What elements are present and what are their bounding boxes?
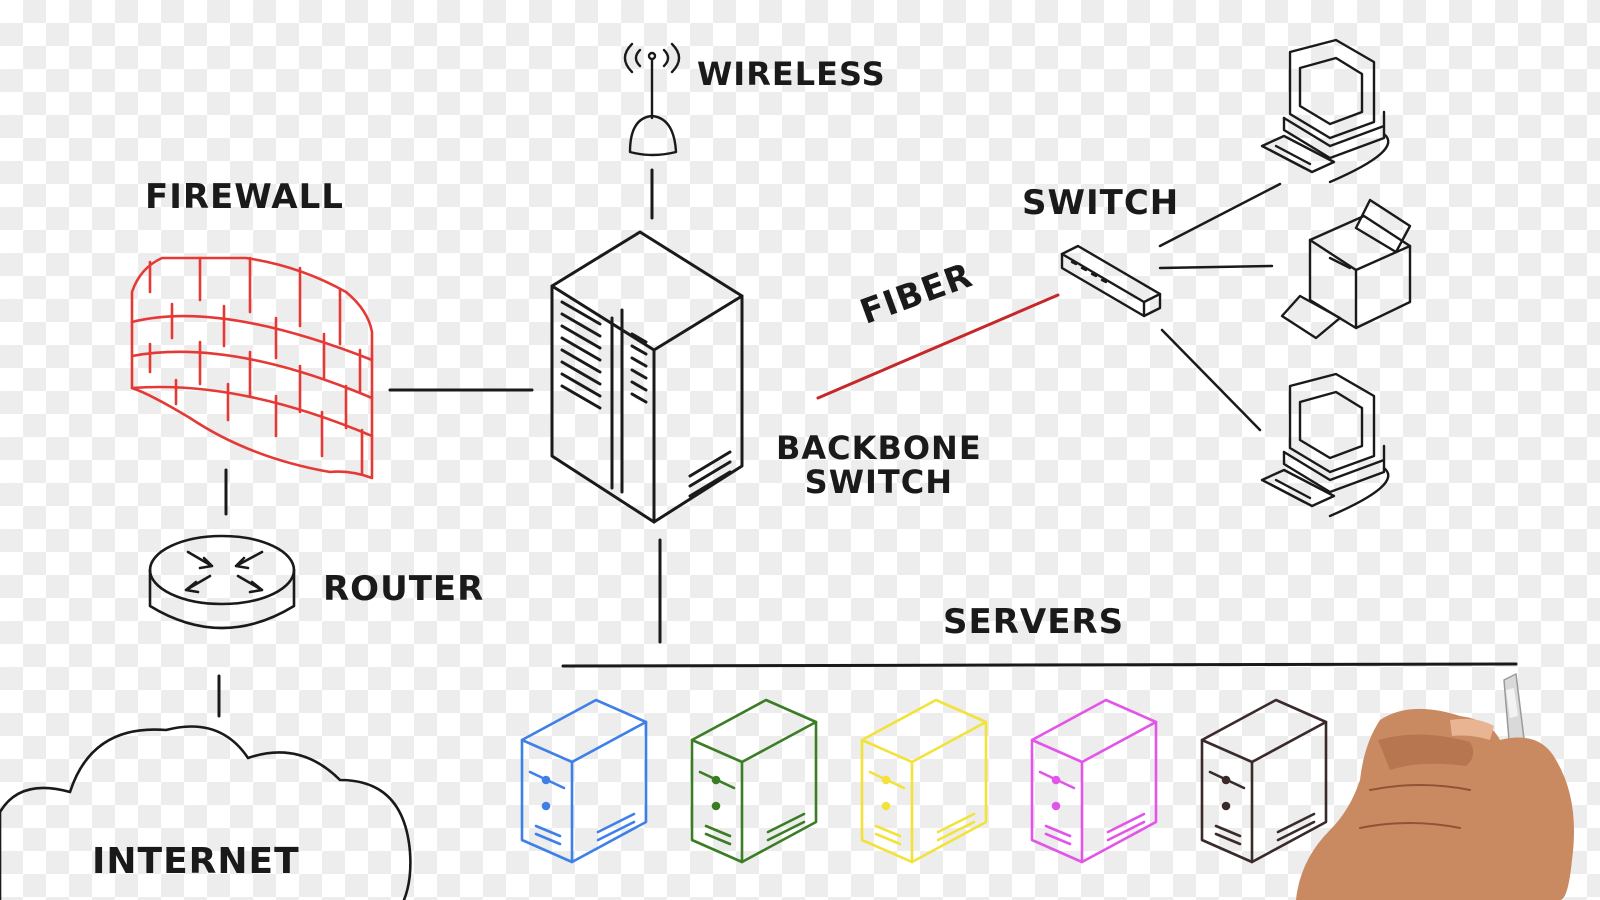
- servers-bus-line: [561, 662, 1518, 668]
- brick-wall-icon: [130, 256, 374, 480]
- internet-label: INTERNET: [92, 841, 300, 882]
- switch-to-printer-line: [1158, 264, 1274, 270]
- server-tower-icon: [520, 698, 648, 864]
- router-label: ROUTER: [323, 569, 485, 609]
- backbone-switch-icon: [550, 230, 744, 524]
- desktop-computer-icon-2: [1260, 372, 1390, 518]
- backbone-switch-label: BACKBONE SWITCH: [776, 429, 982, 501]
- fiber-link-line: [816, 293, 1060, 400]
- server-tower-icon: [1030, 698, 1158, 864]
- switch-label: SWITCH: [1022, 183, 1180, 223]
- server-tower-icon: [1200, 698, 1328, 864]
- servers-group: [520, 698, 1328, 864]
- wireless-antenna-icon: [623, 42, 681, 157]
- switch-to-computer-bottom-line: [1160, 328, 1262, 432]
- cloud-icon: [0, 725, 412, 900]
- server-tower-icon: [690, 698, 818, 864]
- connections: [217, 168, 1518, 718]
- router-icon: [148, 534, 296, 630]
- wireless-label: WIRELESS: [697, 55, 886, 93]
- hand-with-marker-icon: [1296, 673, 1574, 900]
- printer-icon: [1280, 198, 1412, 340]
- switch-to-computer-top-line: [1158, 182, 1282, 248]
- network-switch-icon: [1060, 244, 1162, 318]
- desktop-computer-icon: [1260, 38, 1390, 184]
- servers-label: SERVERS: [943, 602, 1125, 642]
- server-tower-icon: [860, 698, 988, 864]
- firewall-label: FIREWALL: [145, 177, 344, 217]
